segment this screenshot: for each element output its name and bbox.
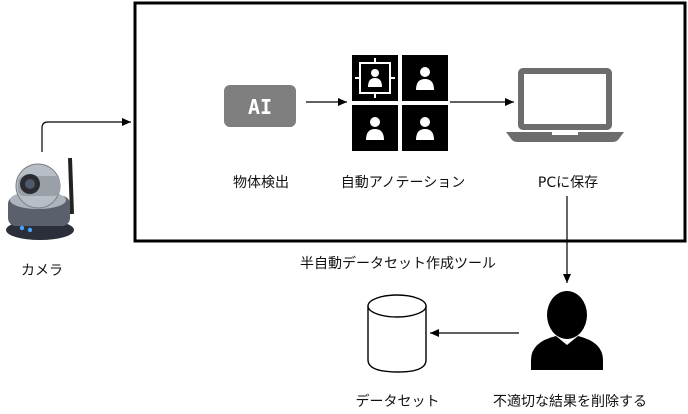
edge-camera-to-box (41, 118, 131, 152)
person-icon (531, 291, 603, 370)
label-pc: PCに保存 (537, 175, 599, 191)
label-camera: カメラ (21, 263, 63, 279)
label-dataset: データセット (355, 394, 440, 410)
label-ai: 物体検出 (233, 175, 289, 191)
laptop-icon (506, 68, 624, 142)
tool-box (133, 1, 687, 243)
annotation-grid-icon (352, 55, 448, 151)
camera-icon (6, 157, 74, 240)
ai-chip-icon: AI (224, 85, 296, 127)
tool-box-label: 半自動データセット作成ツール (300, 256, 496, 272)
label-human: 不適切な結果を削除する (493, 394, 647, 410)
ai-chip-text: AI (248, 95, 272, 119)
label-annotation: 自動アノテーション (340, 175, 466, 191)
database-icon (367, 294, 427, 373)
